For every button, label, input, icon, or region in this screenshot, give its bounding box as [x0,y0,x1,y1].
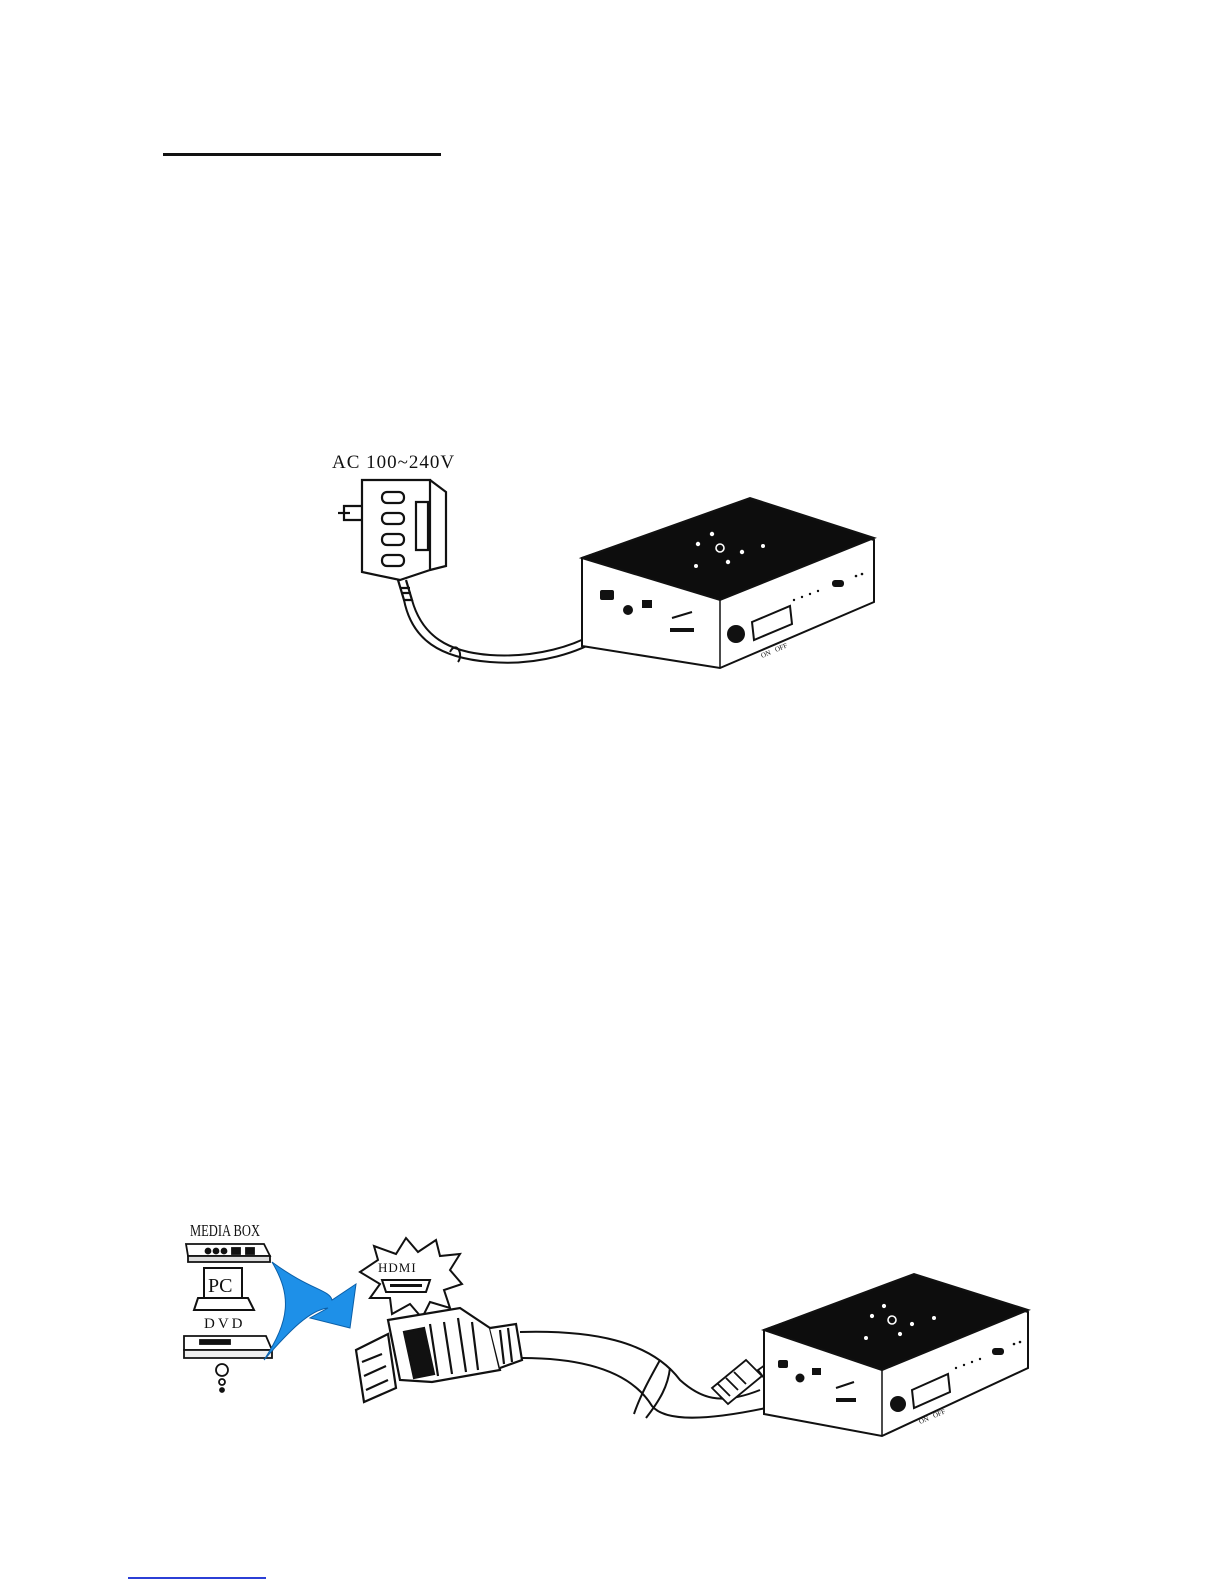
hdmi-burst-label: HDMI [378,1260,417,1275]
media-player-device-2: ON OFF [764,1274,1028,1436]
heading-underline [163,153,441,156]
hdmi-burst-icon: HDMI [360,1238,462,1318]
pc-icon: PC [194,1268,254,1310]
dvd-player-icon [184,1336,272,1392]
media-player-device: ON OFF [582,498,874,668]
arrow-icon [264,1262,356,1360]
pc-label: PC [208,1275,232,1297]
hdmi-connector [356,1308,522,1402]
source-devices: MEDIA BOX PC DVD [184,1221,272,1392]
power-connection-drawing: AC 100~240V [300,440,920,700]
footer-link-underline[interactable] [128,1577,266,1579]
power-connection-figure: AC 100~240V [300,440,920,700]
power-cable [404,600,605,663]
hdmi-connection-figure: MEDIA BOX PC DVD [160,1210,1040,1470]
media-box-label: MEDIA BOX [190,1221,260,1240]
dvd-label: DVD [204,1316,246,1332]
adapter-voltage-label: AC 100~240V [332,452,455,473]
power-adapter-icon [338,480,446,600]
media-box-icon [186,1244,270,1262]
hdmi-connection-drawing: MEDIA BOX PC DVD [160,1210,1040,1470]
